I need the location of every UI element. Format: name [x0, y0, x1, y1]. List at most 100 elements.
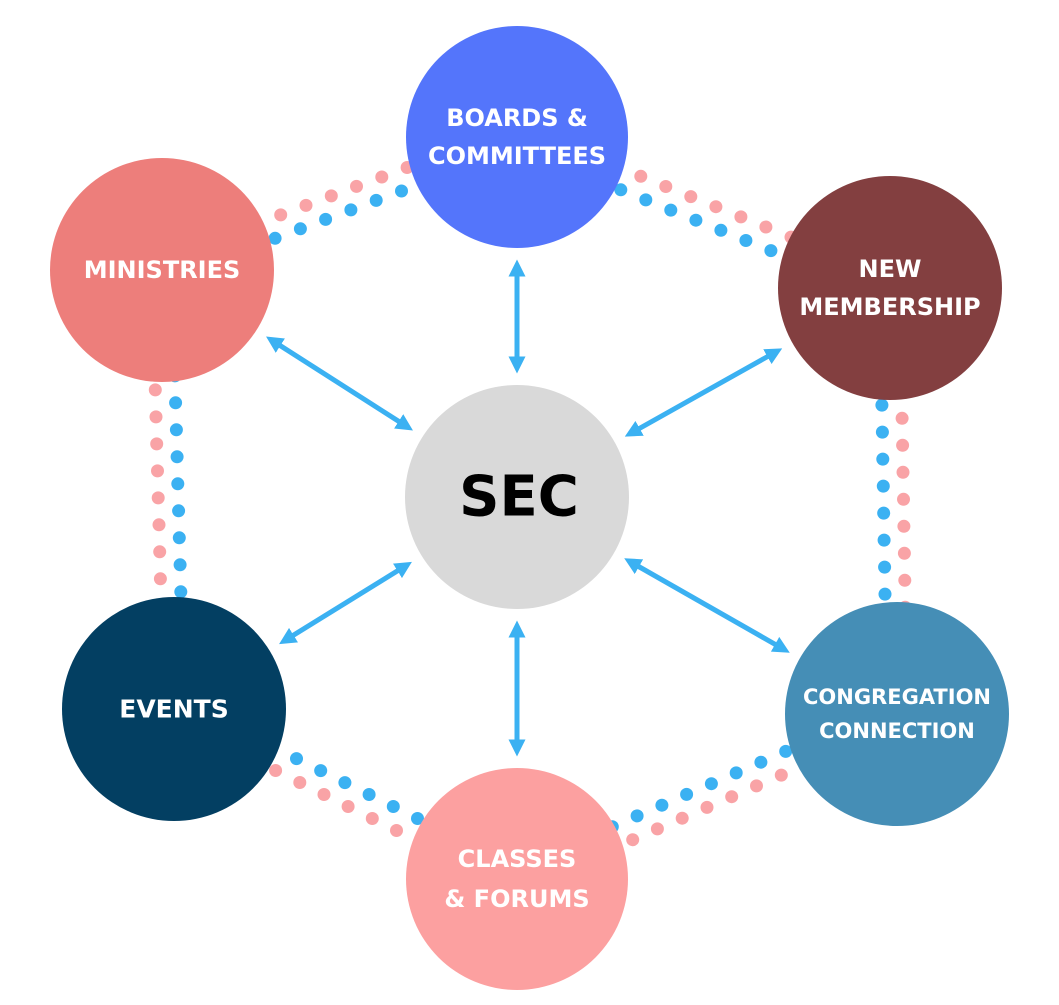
connector-dot — [878, 587, 892, 601]
connector-dot — [293, 776, 307, 789]
connector-dot — [293, 222, 307, 236]
connector-dot — [268, 231, 282, 245]
node-membership: NEW MEMBERSHIP — [778, 176, 1002, 400]
connector-dot — [174, 585, 188, 599]
connector-dot — [895, 411, 909, 425]
connector-dot — [664, 203, 678, 217]
connector-dot — [704, 777, 718, 791]
connector-dot — [779, 744, 793, 758]
connector-dot — [876, 479, 890, 493]
connector-dot — [350, 179, 363, 193]
node-congregation: CONGREGATION CONNECTION — [785, 602, 1009, 826]
node-events: EVENTS — [62, 597, 286, 821]
node-ministries: MINISTRIES — [50, 158, 274, 382]
connector-dot — [897, 492, 910, 506]
node-label-classes: CLASSES — [458, 845, 577, 873]
center-circle — [405, 385, 629, 609]
dotted-link-membership-congregation — [875, 371, 912, 628]
connector-dot — [650, 822, 664, 836]
outer-nodes: BOARDS & COMMITTEES NEW MEMBERSHIP CONGREGAT… — [50, 26, 1009, 990]
connector-dot — [655, 798, 669, 812]
connector-dot — [725, 790, 739, 804]
connector-dot — [875, 398, 889, 412]
connector-dot — [877, 533, 891, 547]
connector-dot — [754, 755, 768, 769]
connector-dot — [171, 477, 185, 491]
node-circle-membership — [778, 176, 1002, 400]
arrow-center-membership — [624, 348, 783, 437]
connector-dot — [151, 491, 165, 505]
connector-dot — [626, 833, 640, 847]
connector-dot — [734, 210, 748, 224]
dotted-link-events-ministries — [148, 356, 188, 626]
node-label-congregation: CONGREGATION — [803, 685, 991, 709]
connector-dot — [729, 766, 743, 780]
connector-dot — [169, 423, 183, 437]
connector-dot — [299, 198, 313, 212]
connector-dot — [338, 776, 352, 790]
connector-dot — [365, 812, 379, 825]
node-circle-boards — [406, 26, 628, 248]
center-label: SEC — [459, 465, 579, 530]
connector-dot — [375, 170, 389, 184]
connector-dot — [172, 504, 186, 518]
node-label-classes: & FORUMS — [444, 885, 589, 913]
connector-dot — [390, 824, 403, 837]
connector-dot — [151, 464, 164, 478]
connector-dot — [634, 169, 648, 183]
connector-dot — [395, 184, 408, 198]
connector-dot — [739, 234, 753, 247]
connector-dot — [341, 800, 355, 813]
dotted-link-congregation-classes — [601, 734, 817, 857]
connector-dot — [774, 768, 788, 782]
node-label-membership: MEMBERSHIP — [799, 293, 980, 321]
node-label-congregation: CONNECTION — [819, 719, 975, 743]
connector-dot — [274, 208, 288, 222]
connector-dot — [170, 450, 184, 464]
node-label-ministries: MINISTRIES — [84, 256, 241, 284]
connector-dot — [614, 183, 628, 197]
connector-dot — [750, 779, 763, 793]
connector-dot — [709, 200, 723, 214]
node-label-boards: COMMITTEES — [428, 142, 606, 170]
connector-dot — [317, 788, 331, 801]
connector-dot — [153, 572, 167, 586]
connector-dot — [369, 193, 383, 207]
dotted-link-boards-membership — [589, 159, 803, 268]
node-circle-classes — [406, 768, 628, 990]
connector-dot — [659, 180, 673, 193]
connector-dot — [173, 558, 187, 572]
arrow-center-ministries — [266, 336, 413, 431]
connector-dot — [344, 203, 358, 217]
connector-dot — [411, 812, 424, 825]
connector-dot — [362, 788, 376, 801]
connector-dot — [319, 212, 333, 226]
connector-dot — [896, 465, 910, 479]
connector-dot — [897, 519, 911, 533]
connector-dot — [897, 546, 911, 560]
connector-dot — [153, 545, 167, 559]
connector-dot — [878, 560, 892, 574]
node-circle-ministries — [50, 158, 274, 382]
connector-dot — [714, 223, 728, 237]
connector-dot — [324, 189, 338, 203]
node-label-boards: BOARDS & — [446, 104, 588, 132]
arrow-center-events — [279, 561, 412, 645]
connector-dot — [700, 800, 714, 814]
connector-dot — [149, 410, 163, 424]
arrow-center-congregation — [624, 558, 790, 653]
connector-dot — [877, 506, 891, 520]
connector-dot — [150, 437, 164, 451]
node-circle-events — [62, 597, 286, 821]
connector-dot — [639, 193, 653, 207]
dotted-link-ministries-boards — [243, 161, 434, 255]
node-label-membership: NEW — [859, 255, 922, 283]
connector-dot — [680, 787, 694, 801]
node-boards: BOARDS & COMMITTEES — [406, 26, 628, 248]
connector-dot — [689, 213, 703, 227]
connector-dot — [898, 573, 912, 587]
bidirectional-arrows — [266, 259, 790, 757]
connector-dot — [269, 764, 283, 777]
connector-dot — [386, 800, 400, 813]
